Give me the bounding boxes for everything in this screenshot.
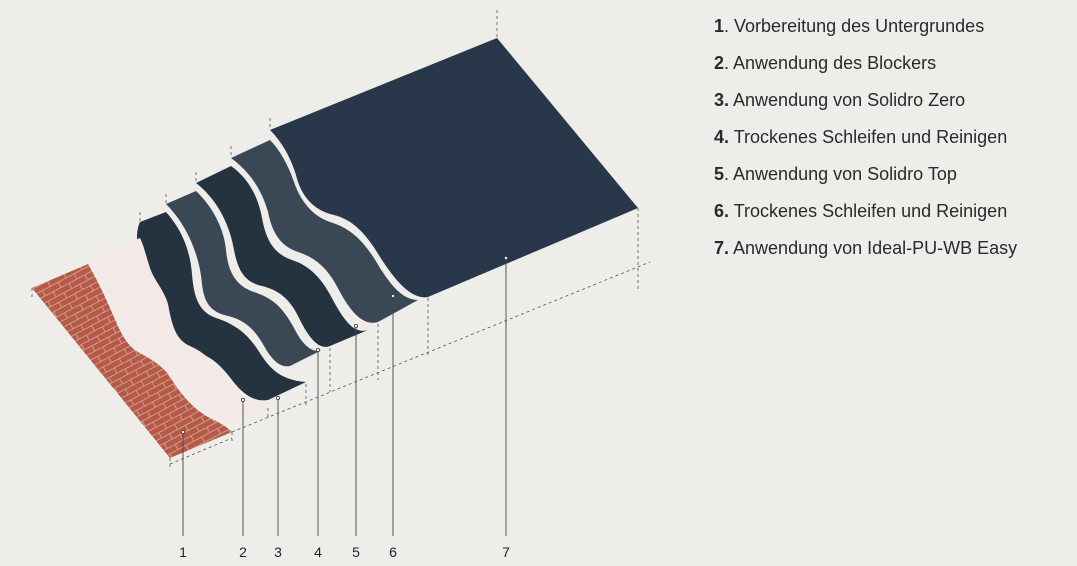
layer-5-coat [196,166,368,347]
legend-separator: . [724,16,735,36]
legend-number: 2 [714,53,725,73]
legend-text: Anwendung von Solidro Top [733,164,957,184]
legend-text: Anwendung von Solidro Zero [733,90,966,110]
layer-1-substrate [32,264,232,458]
layer-4-coat [166,191,322,367]
legend-number: 4. [714,127,730,147]
legend-item: 3. Anwendung von Solidro Zero [714,82,1069,119]
legend-number: 1 [714,16,725,36]
legend-text: Anwendung des Blockers [733,53,937,73]
legend-text: Trockenes Schleifen und Reinigen [733,201,1008,221]
legend-item: 5. Anwendung von Solidro Top [714,156,1069,193]
legend-item: 2. Anwendung des Blockers [714,45,1069,82]
layer-label: 7 [502,544,510,560]
legend-number: 3. [714,90,730,110]
leader-anchor [180,429,186,435]
legend-text: Anwendung von Ideal-PU-WB Easy [733,238,1018,258]
layer-label: 4 [314,544,322,560]
layer-3-coat [137,212,306,401]
legend-separator: . [724,53,734,73]
leader-anchor [240,397,246,403]
dashed-guides [31,10,651,468]
legend-text: Trockenes Schleifen und Reinigen [733,127,1008,147]
layer-7-topcoat [270,38,638,298]
legend-item: 4. Trockenes Schleifen und Reinigen [714,119,1069,156]
layer-number-labels: 1 2 3 4 5 6 7 [179,544,510,560]
layer-label: 6 [389,544,397,560]
legend-item: 1. Vorbereitung des Untergrundes [714,8,1069,45]
layer-6-coat [231,140,418,323]
layer-label: 1 [179,544,187,560]
leader-anchor [390,293,396,299]
legend-number: 7. [714,238,730,258]
leader-anchor [353,323,359,329]
legend-item: 7. Anwendung von Ideal-PU-WB Easy [714,230,1069,267]
layer-label: 5 [352,544,360,560]
legend-number: 5 [714,164,725,184]
leader-lines [180,255,509,536]
layer-label: 2 [239,544,247,560]
layer-label: 3 [274,544,282,560]
layer-2-blocker [88,238,268,424]
leader-anchor [315,347,321,353]
legend-separator: . [724,164,734,184]
legend-text: Vorbereitung des Untergrundes [734,16,985,36]
leader-anchor [503,255,509,261]
leader-anchor [275,395,281,401]
legend-number: 6. [714,201,730,221]
legend-item: 6. Trockenes Schleifen und Reinigen [714,193,1069,230]
